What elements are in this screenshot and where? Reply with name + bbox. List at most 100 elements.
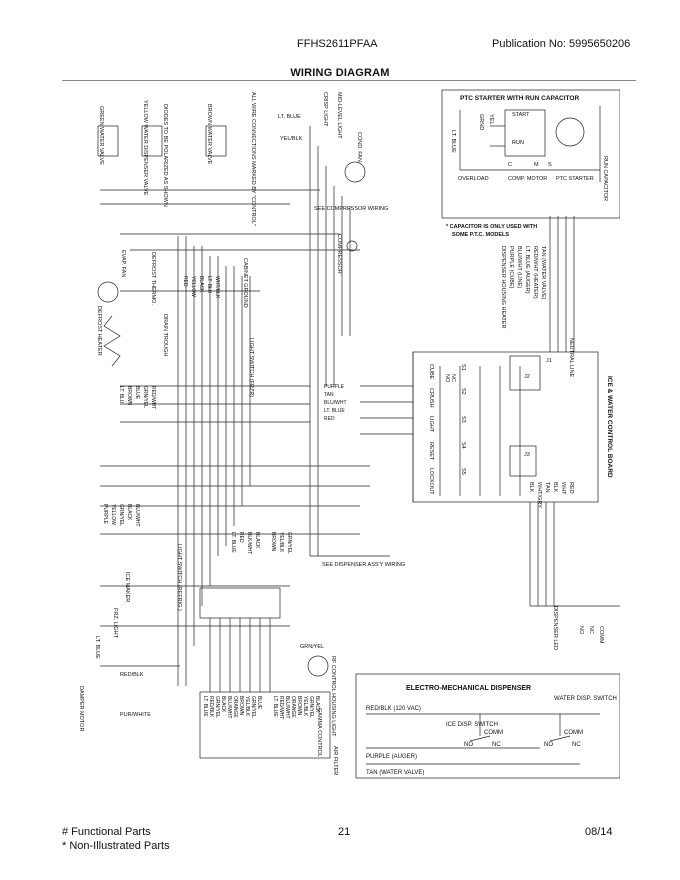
dispenser-wire-1: PURPLE (CUBE) [508, 246, 514, 289]
ptc-title: PTC STARTER WITH RUN CAPACITOR [460, 95, 579, 102]
board-wire-2: TAN [544, 482, 550, 493]
harness-left-1: RED/BLK [208, 696, 214, 718]
publication-number: Publication No: 5995650206 [492, 38, 631, 50]
board-j2: J2 [524, 374, 530, 380]
dispenser-wire-0: DISPENSER HOUSING HEATER [500, 246, 506, 328]
em-comm-2: COMM [564, 730, 583, 736]
page-number: 21 [338, 826, 351, 838]
col-mid-4: BLK/WHT [246, 532, 252, 554]
green-valve-label: GREEN WATER VALVE [98, 106, 104, 165]
light-switch-frzr-label: LIGHT SWITCH (FRZR) [248, 338, 254, 397]
em-purple: PURPLE (AUGER) [366, 754, 417, 760]
ptc-pin-s: S [548, 162, 552, 168]
dispenser-wire-4: RED/WHT (HEATER) [532, 246, 538, 299]
dispenser-wire-5: TAN (WATER VALVE) [540, 246, 546, 300]
switch-s1-label: S1 [460, 364, 466, 371]
board-title: ICE & WATER CONTROL BOARD [606, 376, 613, 478]
em-nc: NC [492, 742, 501, 748]
switch-s2-label: S2 [460, 388, 466, 395]
dispenser-wire-3: LT. BLUE (AUGER) [524, 246, 530, 294]
all-wire-note: ALL WIRE CONNECTIONS MARKED BY "CONTROL" [250, 92, 256, 226]
model-number: FFHS2611PFAA [297, 38, 378, 50]
col-mid-6: LT. BLUE [230, 532, 236, 553]
em-no-2: NO [544, 742, 553, 748]
ptc-note-2: SOME P.T.C. MODELS [452, 232, 509, 238]
harness-left-2: GRN/YEL [214, 696, 220, 718]
footer-functional-parts: # Functional Parts [62, 826, 151, 838]
harness-right-7: BLACK [314, 696, 320, 713]
em-title: ELECTRO-MECHANICAL DISPENSER [406, 685, 531, 692]
ptc-note-1: * CAPACITOR IS ONLY USED WITH [446, 224, 537, 230]
board-wire-4: WHT [560, 482, 566, 495]
mid-level-label: MID-LEVEL LIGHT [336, 92, 342, 139]
harness-right-0: LT. BLUE [272, 696, 278, 717]
col-right-1: BLACK [126, 504, 132, 521]
col-left-0: PURPLE [324, 384, 345, 390]
board-wire-0: BLK [528, 482, 534, 493]
yel-blk-label: YEL/BLK [280, 136, 303, 142]
ptc-motor: COMP. MOTOR [508, 176, 547, 182]
col-left-3: LT. BLUE [324, 408, 345, 414]
stack-b-0: LT. BLU [118, 386, 124, 404]
ptc-lt-blue: LT. BLUE [450, 130, 456, 153]
defrost-thermo-label: DEFROST THERMO. [150, 252, 156, 305]
em-dispenser-box [355, 673, 620, 779]
harness-left-6: BROWN [238, 696, 244, 716]
dispenser-led-label: DISPENSER LED [552, 606, 558, 650]
switch-s3-label: S3 [460, 416, 466, 423]
lt-blue-2-label: LT. BLUE [94, 636, 100, 659]
em-red-blk: RED/BLK (120 VAC) [366, 706, 421, 712]
defrost-heater-label: DEFROST HEATER [96, 306, 102, 356]
harness-left-7: YEL/BLK [244, 696, 250, 717]
harness-right-5: YEL/BLK [302, 696, 308, 717]
rf-housing-light-label: RF CONTROL HOUSING LIGHT [330, 656, 336, 737]
footer-non-illustrated: * Non-Illustrated Parts [62, 840, 170, 852]
col-left-1: TAN [324, 392, 334, 398]
board-nc: NC [450, 374, 456, 382]
col-mid-3: BLACK [254, 532, 260, 549]
ptc-run-cap: RUN CAPACITOR [602, 156, 608, 201]
frz-light-label: FRZ. LIGHT [112, 608, 118, 639]
stack-a-3: YELLOW [190, 276, 196, 297]
ptc-pin-c: C [508, 162, 512, 168]
evap-fan-label: EVAP. FAN [120, 250, 126, 277]
pur-white-label: PUR/WHITE [120, 712, 151, 718]
crisp-light-label: CRISP LIGHT [322, 92, 328, 127]
header-rule [62, 80, 636, 81]
ptc-yel: YEL [488, 114, 494, 124]
switch-cube: CUBE [428, 364, 434, 380]
stack-a-4: RED [182, 276, 188, 287]
wiring-diagram: GREEN WATER VALVE YELLOW WATER DISPENSER… [78, 89, 620, 779]
nc-label: NC [588, 626, 594, 634]
stack-a-1: LT. BLU [206, 276, 212, 294]
harness-right-6: GRN/YEL [308, 696, 314, 718]
em-tan: TAN (WATER VALVE) [366, 770, 424, 776]
em-water-switch: WATER DISP. SWITCH [554, 696, 617, 702]
col-left-4: RED [324, 416, 335, 422]
switch-s5-label: S5 [460, 468, 466, 475]
ice-maker-label: ICE MAKER [124, 572, 130, 602]
footer-date: 08/14 [585, 826, 613, 838]
drain-trough-label: DRAIN TROUGH [162, 314, 168, 356]
compressor-label: COMPRESSOR [336, 234, 342, 274]
em-nc-2: NC [572, 742, 581, 748]
ptc-starter: PTC STARTER [556, 176, 594, 182]
red-blk-label: RED/BLK [120, 672, 144, 678]
light-switch-refrig-label: LIGHT SWITCH (REFRIG.) [176, 544, 182, 611]
col-right-3: PURPLE [102, 504, 108, 525]
harness-right-3: ORANGE [290, 696, 296, 718]
stack-b-2: BLUE [134, 386, 140, 400]
harness-left-5: ORANGE [232, 696, 238, 718]
comm-label: COMM [598, 626, 604, 644]
switch-s4-label: S4 [460, 442, 466, 449]
harness-right-2: BLU/WHT [284, 696, 290, 719]
grn-yel-label: GRN/YEL [300, 644, 324, 650]
ptc-overload: OVERLOAD [458, 176, 489, 182]
board-j1: J1 [546, 358, 552, 364]
stack-b-4: RED/WHT [150, 386, 156, 409]
see-dispenser-label: SEE DISPENSER ASS'Y WIRING [322, 562, 405, 568]
switch-crush: CRUSH [428, 388, 434, 408]
board-j3: J3 [524, 452, 530, 458]
em-comm: COMM [484, 730, 503, 736]
col-right-2: BLU/WHT [134, 504, 140, 527]
